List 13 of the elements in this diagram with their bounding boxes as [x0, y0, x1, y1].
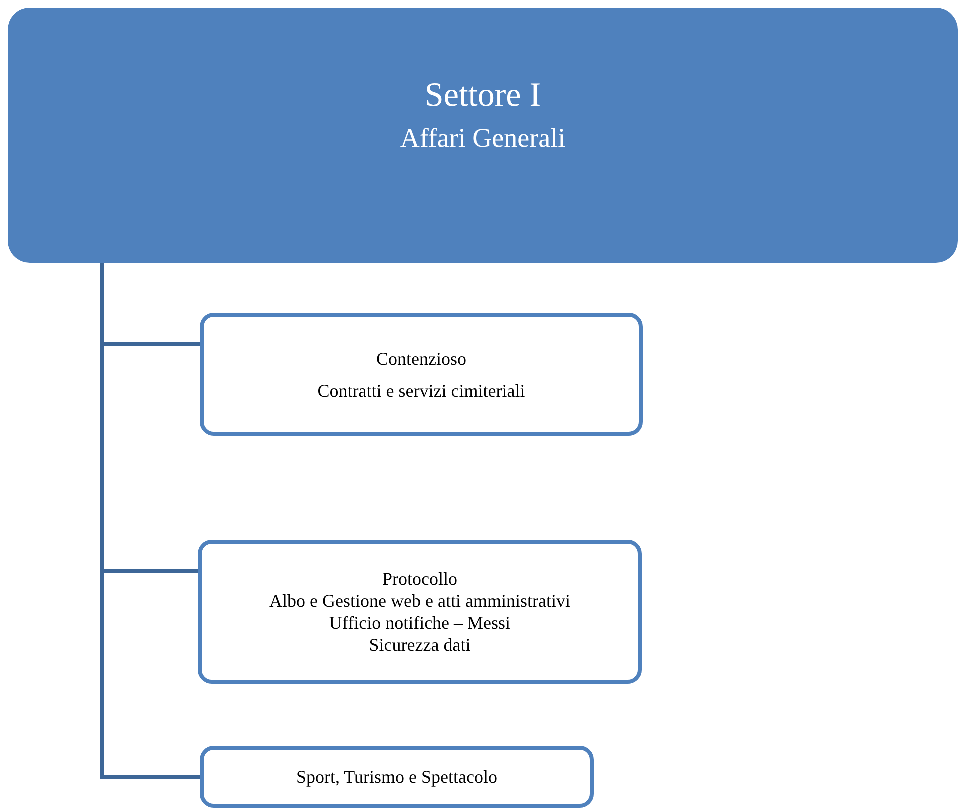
unit-box — [198, 540, 642, 684]
unit-label: Contratti e servizi cimiteriali — [318, 380, 526, 402]
unit-label: Sicurezza dati — [369, 634, 471, 656]
unit-label: Sport, Turismo e Spettacolo — [296, 766, 498, 789]
header-title: Settore I — [424, 76, 542, 116]
header-box — [8, 8, 958, 263]
unit-box — [200, 746, 594, 808]
unit-label: Ufficio notifiche – Messi — [329, 612, 511, 634]
unit-label: Protocollo — [382, 568, 458, 590]
unit-label: Contenzioso — [376, 348, 466, 370]
header-subtitle: Affari Generali — [400, 122, 566, 155]
unit-box — [200, 313, 643, 436]
unit-label: Albo e Gestione web e atti amministrativi — [270, 590, 570, 612]
